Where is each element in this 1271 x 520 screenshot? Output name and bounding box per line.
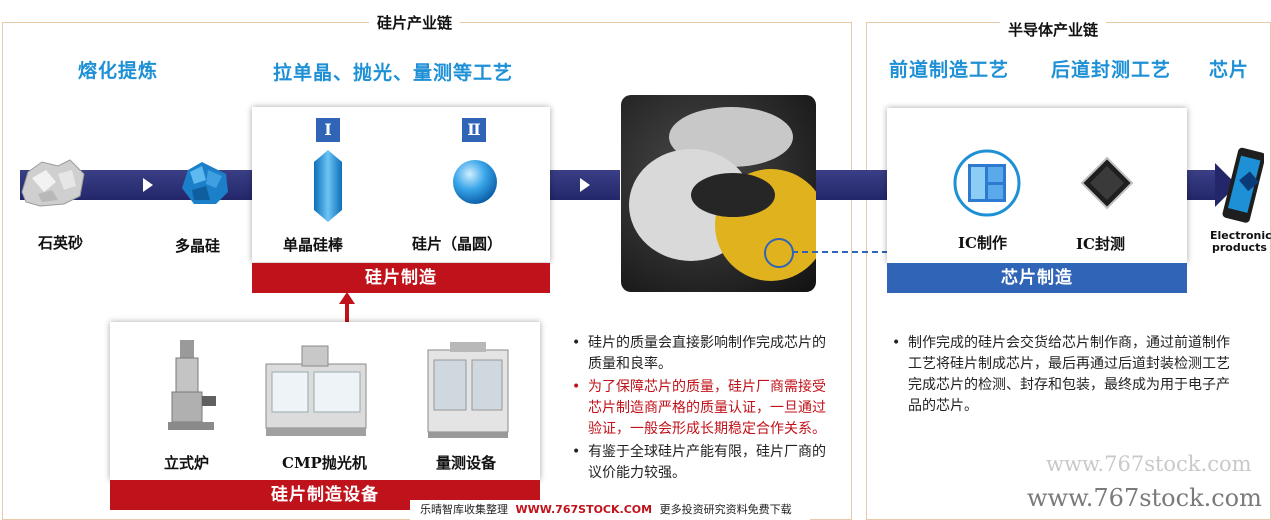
silicon-ingot-icon [314,150,342,222]
dashed-connector [792,195,959,253]
chip-process-card [887,108,1187,263]
quartz-sand-icon [21,159,85,207]
equipment-link-arrowhead [339,292,355,304]
wafer-note-2: 为了保障芯片的质量，硅片厂商需接受芯片制造商严格的质量认证，一旦通过验证，一般会… [570,377,832,440]
footer-right-text: 更多投资研究资料免费下载 [659,503,792,516]
stage-header-chip: 芯片 [1209,59,1250,81]
node-label-polysilicon: 多晶硅 [175,237,221,255]
electronic-device-icon [1222,147,1264,223]
node-label-ic-fab: IC制作 [958,234,1007,252]
node-label-ingot: 单晶硅棒 [283,236,344,254]
step-one-badge: Ⅰ [316,118,340,142]
equipment-link-arrow [345,300,349,326]
footer-left-text: 乐晴智库收集整理 [420,503,508,516]
watermark-text: www.767stock.com [1027,484,1262,512]
chip-notes-list: 制作完成的硅片会交货给芯片制作商，通过前道制作工艺将硅片制成芯片，最后再通过后道… [890,333,1230,419]
ic-chip-icon [953,149,1021,217]
stage-header-back-end: 后道封测工艺 [1051,59,1172,81]
node-label-wafer: 硅片（晶圆） [412,235,503,253]
flow-arrow [143,178,153,192]
wafer-chain-title: 硅片产业链 [369,12,461,33]
flow-arrow [580,178,590,192]
equipment-label-metrology: 量测设备 [436,454,497,472]
packaged-chip-icon [1080,156,1134,210]
node-label-electronic: Electronic [1210,229,1271,242]
semi-chain-title: 半导体产业链 [1000,19,1107,40]
chip-manufacturing-bar: 芯片制造 [887,263,1187,293]
cmp-polisher-icon [265,345,367,436]
stage-header-melting: 熔化提炼 [78,60,159,82]
wafer-note-1: 硅片的质量会直接影响制作完成芯片的质量和良率。 [570,333,832,375]
watermark-text: www.767stock.com [1046,452,1252,476]
equipment-label-furnace: 立式炉 [164,454,210,472]
chip-note-1: 制作完成的硅片会交货给芯片制作商，通过前道制作工艺将硅片制成芯片，最后再通过后道… [890,333,1230,417]
node-label-products: products [1212,241,1267,254]
wafer-note-3: 有鉴于全球硅片产能有限，硅片厂商的议价能力较强。 [570,442,832,483]
wafer-manufacturing-bar: 硅片制造 [252,263,550,293]
equipment-label-cmp: CMP抛光机 [282,454,367,472]
vertical-furnace-icon [168,340,216,430]
node-label-ic-test: IC封测 [1076,235,1125,253]
wafer-photo [621,95,816,292]
stage-header-front-end: 前道制造工艺 [889,59,1010,81]
crystal-process-card [252,107,550,262]
wafer-notes-list: 硅片的质量会直接影响制作完成芯片的质量和良率。 为了保障芯片的质量，硅片厂商需接… [570,333,832,483]
footer-site-link[interactable]: WWW.767STOCK.COM [515,503,653,516]
step-two-badge: Ⅱ [462,118,486,142]
metrology-equipment-icon [427,342,509,438]
node-label-quartz: 石英砂 [38,234,84,252]
wafer-disc-icon [629,107,816,281]
wafer-sphere-icon [453,160,497,204]
footer-bar: 乐晴智库收集整理 WWW.767STOCK.COM 更多投资研究资料免费下载 [410,500,810,520]
stage-header-crystal: 拉单晶、抛光、量测等工艺 [273,62,514,84]
polysilicon-icon [182,162,228,204]
